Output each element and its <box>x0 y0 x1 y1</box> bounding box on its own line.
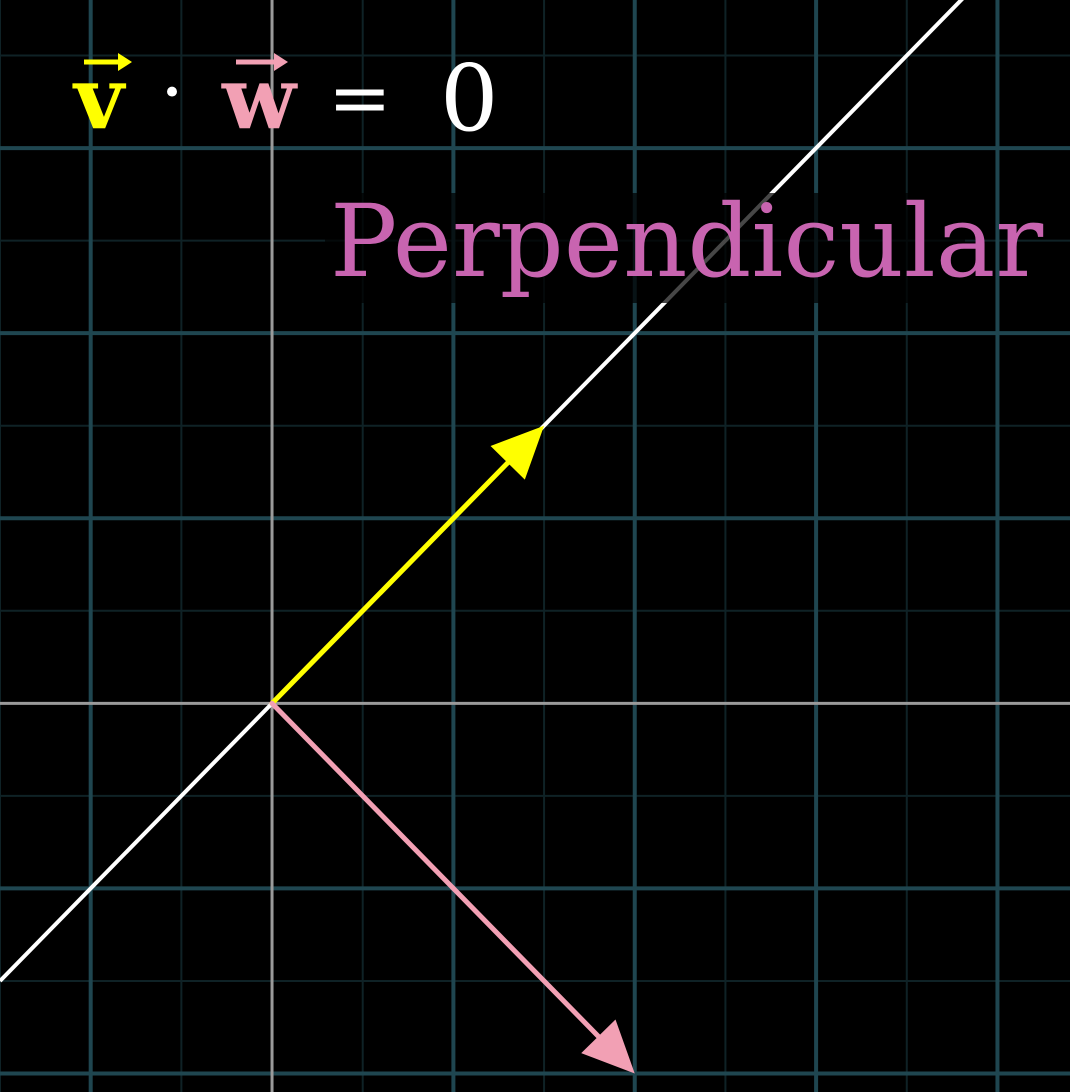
vector-v-symbol: v <box>72 48 127 149</box>
vectors <box>269 425 635 1074</box>
w-arrow-accent-head <box>274 53 288 71</box>
vector-w-symbol: w <box>221 48 298 149</box>
dot-operator: · <box>160 47 184 136</box>
vector-v-shaft <box>269 460 511 706</box>
dot-product-equation: v · w = 0 <box>72 45 499 152</box>
equals-sign: = <box>328 53 392 142</box>
perpendicular-label: Perpendicular <box>330 183 1043 300</box>
zero-value: 0 <box>440 45 499 152</box>
v-arrow-accent-head <box>118 53 132 71</box>
vector-v-arrowhead <box>490 425 545 480</box>
vector-w-arrowhead <box>581 1019 635 1074</box>
label-backdrop <box>325 193 965 303</box>
vector-w-shaft <box>269 700 601 1039</box>
